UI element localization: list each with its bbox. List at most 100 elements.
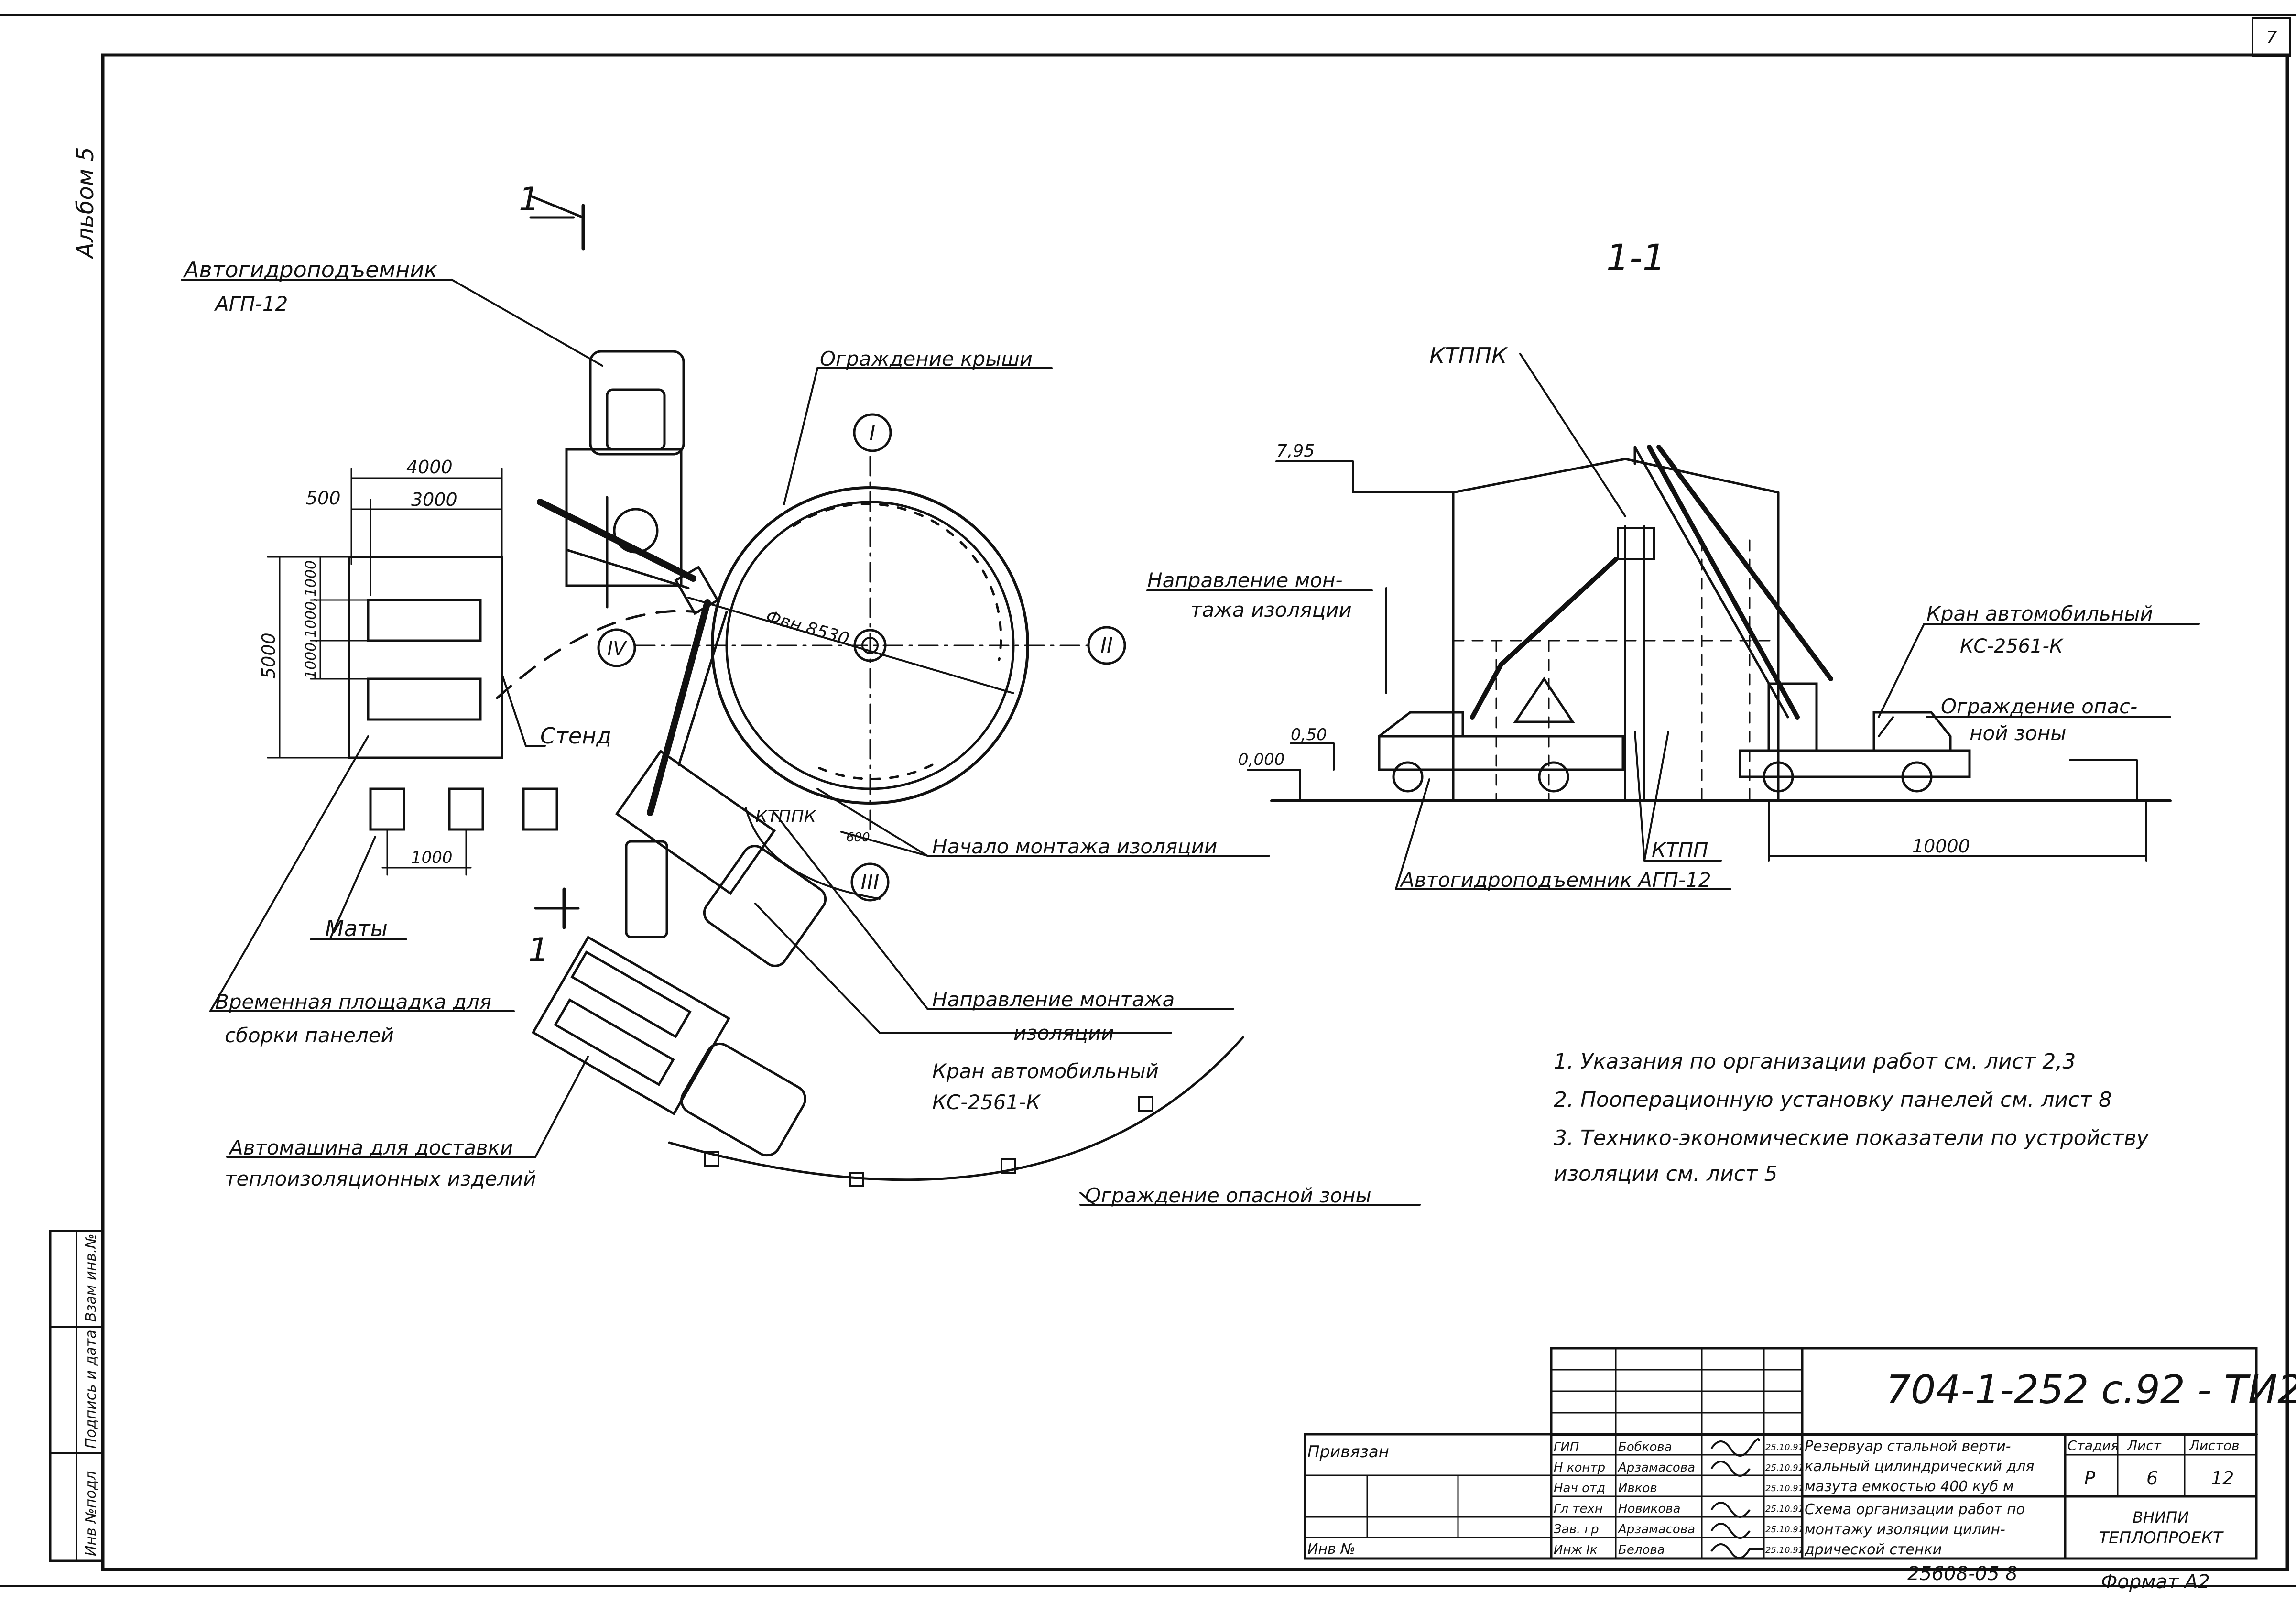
section-dir-2: тажа изоляции [1190,598,1352,622]
date-4: 25.10.91 [1765,1525,1804,1535]
role-2: Нач отд [1554,1481,1605,1495]
tank-plan [635,456,1091,833]
crane-plan-model: КС-2561-К [932,1091,1041,1114]
role-0: ГИП [1554,1440,1579,1454]
dim-4000: 4000 [406,457,453,478]
format-label: Формат А2 [2101,1571,2210,1593]
axis-I: I [870,421,876,445]
truck-label-2: теплоизоляционных изделий [225,1167,536,1190]
platform-label-2: сборки панелей [225,1024,394,1047]
side-stamp-replace: Взам инв.№ [83,1233,99,1322]
sheet-number: 7 [2266,28,2277,47]
name-2: Ивков [1618,1481,1657,1495]
sheet-header: Лист [2127,1438,2162,1453]
title-block [1304,1347,2258,1560]
sheets-value: 12 [2211,1468,2234,1489]
axis-II: II [1100,633,1113,658]
name-4: Арзамасова [1617,1522,1695,1537]
agp-truck-plan [537,350,719,615]
role-5: Инж Iк [1554,1543,1598,1557]
stage-value: Р [2084,1468,2095,1489]
crane-section [1633,445,1971,793]
axis-III: III [861,870,880,894]
date-1: 25.10.91 [1765,1463,1804,1473]
ktppk-section-label: КТППК [1429,343,1508,369]
level-top: 7,95 [1276,441,1315,461]
dim-1000: 1000 [411,848,453,867]
roof-fence-label: Ограждение крыши [820,347,1033,371]
object-title-3: мазута емкостью 400 куб м [1805,1478,2013,1495]
stage-header: Стадия [2067,1438,2119,1453]
note-3-cont: изоляции см. лист 5 [1554,1162,1778,1186]
note-3: 3. Технико-экономические показатели по у… [1554,1126,2149,1150]
section-mark-bottom: 1 [528,931,549,969]
signatures [1710,1438,1764,1559]
danger-fence-label: Ограждение опасной зоны [1085,1184,1371,1207]
document-code: 704-1-252 с.92 - ТИ2 [1886,1367,2296,1413]
side-stamp-signature: Подпись и дата [83,1330,99,1449]
sheet-title-1: Схема организации работ по [1805,1501,2025,1518]
role-4: Зав. гр [1554,1522,1599,1537]
stand-label: Стенд [540,723,611,749]
dim-600: 600 [846,830,870,845]
section-agp-label: Автогидроподъемник АГП-12 [1399,868,1711,892]
date-2: 25.10.91 [1765,1483,1804,1494]
date-5: 25.10.91 [1765,1545,1804,1555]
sheet-value: 6 [2146,1468,2158,1489]
mount-start-label: Начало монтажа изоляции [932,835,1217,858]
dim-10000: 10000 [1912,836,1970,857]
ktpp-label: КТПП [1652,838,1708,862]
dim-500: 500 [306,488,341,509]
date-0: 25.10.91 [1765,1442,1804,1452]
section-dir-1: Направление мон- [1147,568,1343,592]
mats-label: Маты [325,916,388,941]
tank-diameter: Фвн 8530 [764,607,851,649]
agp-truck-section [1378,557,1624,793]
danger-zone-arc [668,1036,1244,1181]
section-crane-1: Кран автомобильный [1926,602,2153,625]
sheet-title-2: монтажу изоляции цилин- [1805,1521,2005,1538]
bottom-code: 25608-05 8 [1907,1563,2018,1585]
name-0: Бобкова [1618,1440,1672,1454]
agp-model: АГП-12 [214,292,288,316]
section-mark-top: 1 [519,181,539,218]
section-crane-2: КС-2561-К [1960,635,2064,657]
crane-plan-label: Кран автомобильный [932,1059,1159,1083]
drawing-frame [101,53,2289,1571]
role-1: Н контр [1554,1461,1605,1475]
org-name-2: ТЕПЛОПРОЕКТ [2099,1528,2224,1548]
section-title: 1-1 [1606,236,1665,279]
album-label: Альбом 5 [72,147,99,260]
note-2: 2. Пооперационную установку панелей см. … [1554,1088,2112,1112]
section-fence-1: Ограждение опас- [1941,695,2137,718]
date-3: 25.10.91 [1765,1504,1804,1514]
name-5: Белова [1618,1543,1665,1557]
tank-section [1452,458,1780,802]
sheet-title-3: дрической стенки [1804,1541,1942,1558]
agp-label: Автогидроподъемник [183,257,437,283]
object-title-2: кальный цилиндрический для [1805,1458,2034,1475]
crane-plan [615,599,881,967]
platform-label-1: Временная площадка для [215,990,491,1014]
role-3: Гл техн [1554,1502,1603,1516]
ktppk-plan-label: КТППК [755,807,817,827]
delivery-truck [531,935,806,1157]
object-title-1: Резервуар стальной верти- [1805,1438,2011,1455]
org-name-1: ВНИПИ [2133,1508,2189,1527]
section-fence-2: ной зоны [1970,721,2066,745]
axis-IV: IV [607,638,627,660]
name-3: Новикова [1618,1502,1681,1516]
mount-direction-2: изоляции [1013,1021,1114,1045]
level-050: 0,50 [1291,725,1327,744]
name-1: Арзамасова [1617,1461,1695,1475]
dim-3000: 3000 [411,489,457,510]
mount-direction-1: Направление монтажа [932,988,1175,1011]
assembly-platform [348,556,558,831]
note-1: 1. Указания по организации работ см. лис… [1554,1049,2076,1074]
inv-label: Инв № [1307,1541,1355,1558]
truck-label-1: Автомашина для доставки [228,1136,513,1159]
dim-5000: 5000 [258,633,279,679]
dim-1000-stack: 1000,1000,1000 [303,560,319,679]
privyazan-label: Привязан [1307,1442,1389,1461]
